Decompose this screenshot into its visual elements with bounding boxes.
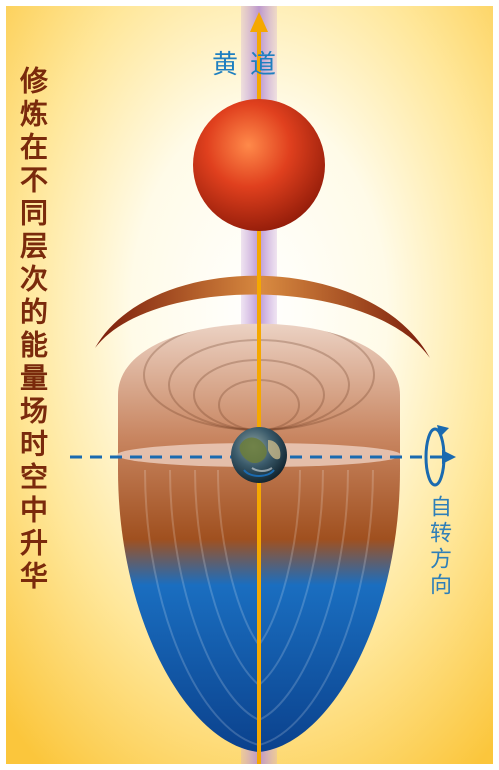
- earth-globe: [231, 427, 287, 483]
- sun-sphere: [193, 99, 325, 231]
- left-caption: 修炼在不同层次的能量场时空中升华: [14, 66, 50, 594]
- ecliptic-label: 黄道: [212, 44, 288, 81]
- rotation-direction-label: 自转方向: [423, 495, 453, 599]
